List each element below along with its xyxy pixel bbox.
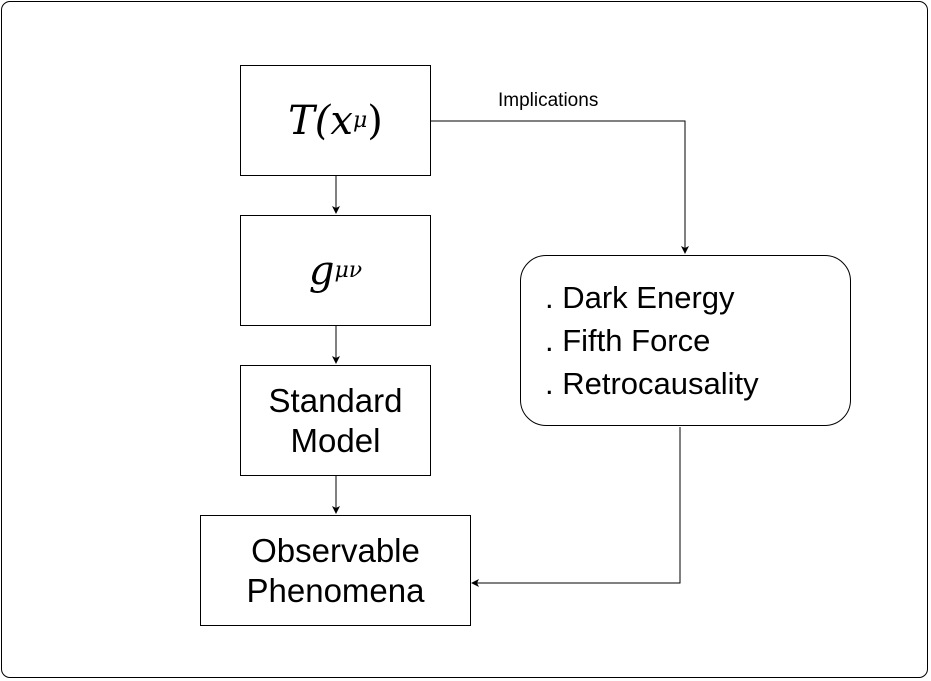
t-field-superscript: μ xyxy=(352,108,368,133)
implications-item-fifth-force: . Fifth Force xyxy=(545,323,711,358)
arrow-t-to-implications xyxy=(431,120,689,254)
arrow-implications-to-observable xyxy=(471,427,681,587)
implications-item-dark-energy: . Dark Energy xyxy=(545,280,735,315)
node-observable-phenomena: Observable Phenomena xyxy=(200,515,471,626)
node-standard-model: Standard Model xyxy=(240,365,431,476)
t-field-base: T(x xyxy=(288,97,353,144)
observable-line2: Phenomena xyxy=(246,571,425,609)
standard-model-line1: Standard xyxy=(268,381,403,419)
standard-model-line2: Model xyxy=(290,421,381,459)
observable-line1: Observable xyxy=(251,531,420,569)
metric-subscript: μν xyxy=(334,258,363,283)
implications-list: . Dark Energy . Fifth Force . Retrocausa… xyxy=(521,276,759,405)
node-implications: . Dark Energy . Fifth Force . Retrocausa… xyxy=(520,255,851,426)
metric-base: g xyxy=(308,247,335,294)
implications-item-retrocausality: . Retrocausality xyxy=(545,366,759,401)
edge-label-implications: Implications xyxy=(498,90,599,111)
t-field-close: ) xyxy=(367,97,383,144)
